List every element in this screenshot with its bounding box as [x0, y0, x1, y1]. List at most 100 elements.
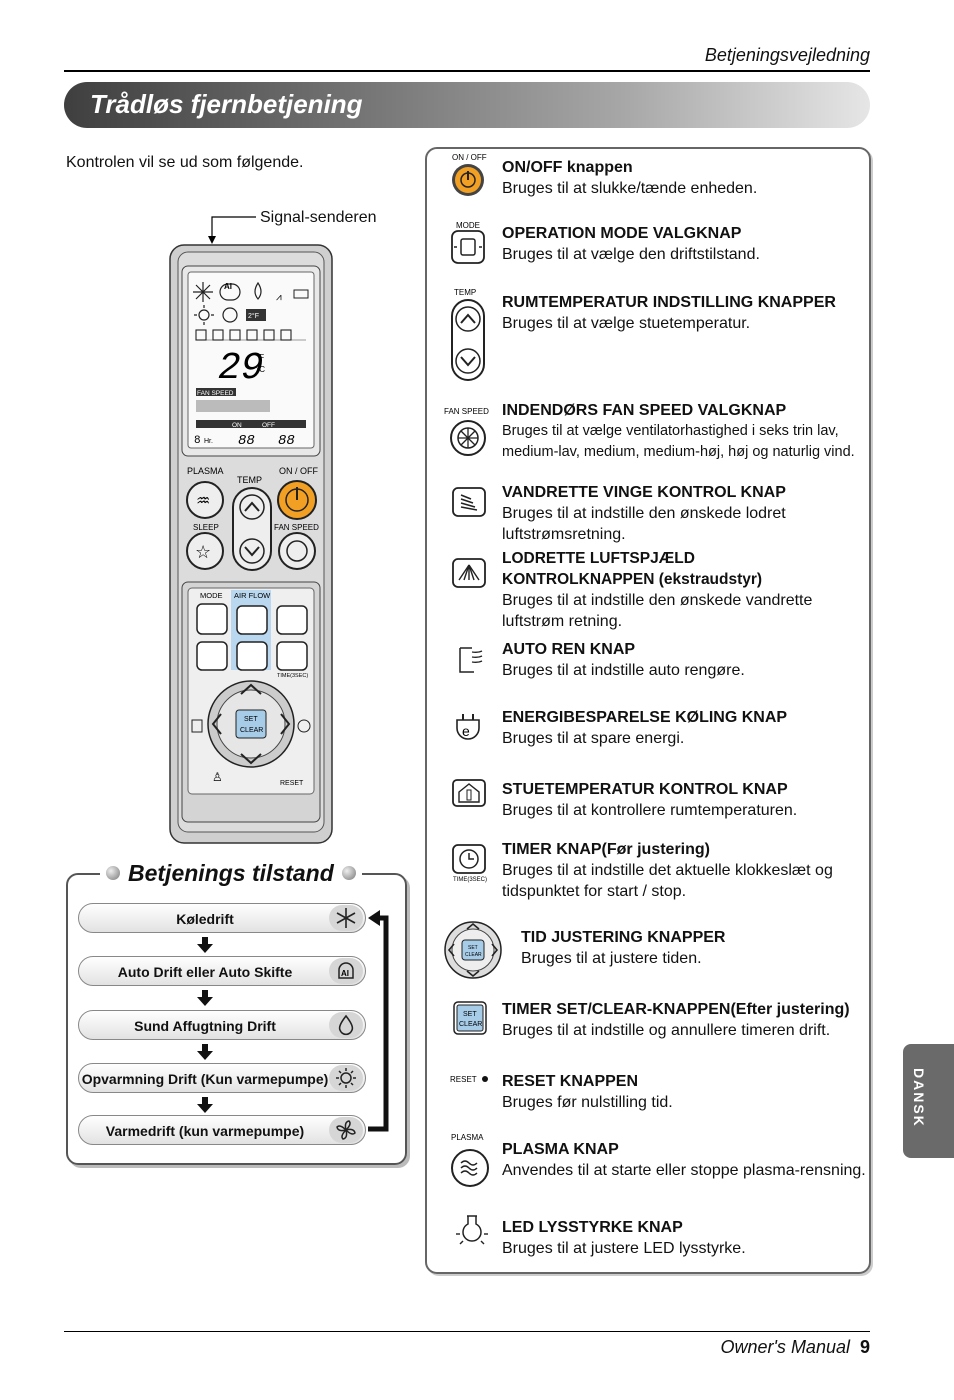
energy-saving-button-icon: e	[456, 714, 480, 740]
entry-auto-clean: AUTO REN KNAP Bruges til at indstille au…	[502, 641, 745, 679]
svg-text:TIME(3SEC): TIME(3SEC)	[277, 673, 308, 679]
svg-text:8: 8	[194, 435, 201, 447]
entry-plasma: PLASMA KNAP Anvendes til at starte eller…	[502, 1141, 866, 1179]
entry-fan-speed: INDENDØRS FAN SPEED VALGKNAP Bruges til …	[502, 402, 855, 460]
svg-text:CLEAR: CLEAR	[465, 952, 482, 958]
svg-text:RESET: RESET	[280, 780, 304, 787]
entry-temp-setting: RUMTEMPERATUR INDSTILLING KNAPPER Bruges…	[502, 294, 836, 332]
lcd-temp: 29	[218, 347, 264, 390]
svg-text:SET: SET	[244, 716, 258, 723]
svg-text:TIME(3SEC): TIME(3SEC)	[453, 877, 487, 883]
svg-text:FAN SPEED: FAN SPEED	[274, 523, 319, 532]
svg-text:CLEAR: CLEAR	[459, 1021, 482, 1028]
svg-text:TEMP: TEMP	[237, 475, 262, 485]
svg-text:SET: SET	[463, 1011, 477, 1018]
room-temp-button-icon	[452, 779, 486, 807]
svg-text:SLEEP: SLEEP	[193, 523, 219, 532]
set-clear-button-icon: SET CLEAR	[453, 1001, 487, 1035]
svg-text:⩘: ⩘	[276, 292, 282, 303]
svg-text:♙: ♙	[212, 770, 223, 784]
svg-text:AI: AI	[341, 969, 349, 978]
svg-text:CLEAR: CLEAR	[240, 727, 263, 734]
signal-sender-label: Signal-senderen	[260, 209, 377, 226]
page-number: 9	[859, 1337, 870, 1357]
horizontal-louver-button-icon	[452, 558, 486, 588]
mode-item-dehumidify: Sund Affugtning Drift	[78, 1010, 366, 1040]
temp-buttons-icon: TEMP	[451, 288, 485, 381]
svg-text:°C: °C	[256, 365, 265, 374]
snowflake-icon	[329, 905, 363, 931]
arrow-down-icon	[197, 937, 213, 953]
entry-set-clear: TIMER SET/CLEAR-KNAPPEN(Efter justering)…	[502, 1001, 850, 1039]
svg-text:AIR FLOW: AIR FLOW	[234, 591, 271, 600]
entry-time-adjust: TID JUSTERING KNAPPER Bruges til at just…	[521, 929, 726, 967]
fan-icon	[329, 1117, 363, 1143]
bullet-icon	[341, 866, 356, 880]
intro-text: Kontrolen vil se ud som følgende.	[66, 154, 304, 171]
cycle-arrow-icon	[368, 910, 389, 1132]
svg-text:ON: ON	[232, 422, 242, 429]
svg-text:ON / OFF: ON / OFF	[452, 153, 487, 162]
reset-button-icon: RESET	[450, 1075, 488, 1084]
bullet-icon	[106, 866, 120, 880]
svg-text:RESET: RESET	[450, 1075, 477, 1084]
svg-text:MODE: MODE	[200, 591, 223, 600]
svg-text:°F: °F	[256, 353, 264, 362]
header-rule	[64, 70, 870, 72]
on-off-button-icon: ON / OFF	[452, 153, 487, 196]
language-tab: DANSK	[903, 1044, 954, 1158]
svg-text:SET: SET	[468, 945, 478, 951]
svg-text:FAN SPEED: FAN SPEED	[444, 407, 489, 416]
header-label: Betjeningsvejledning	[704, 45, 870, 65]
svg-text:TEMP: TEMP	[454, 288, 476, 297]
fan-speed-button-icon: FAN SPEED	[444, 407, 489, 456]
droplet-icon	[329, 1012, 363, 1038]
mode-item-auto: Auto Drift eller Auto Skifte AI	[78, 956, 366, 986]
entry-horizontal-louver: LODRETTE LUFTSPJÆLD KONTROLKNAPPEN (ekst…	[502, 550, 813, 630]
svg-text:OFF: OFF	[262, 422, 275, 429]
mode-item-heating: Opvarmning Drift (Kun varmepumpe)	[78, 1063, 366, 1093]
entry-room-temp: STUETEMPERATUR KONTROL KNAP Bruges til a…	[502, 781, 798, 819]
svg-text:AI: AI	[224, 282, 232, 291]
footer: Owner's Manual 9	[720, 1337, 870, 1358]
svg-text:Hr.: Hr.	[204, 438, 213, 445]
mode-button-icon: MODE	[451, 221, 485, 264]
svg-text:MODE: MODE	[456, 221, 480, 230]
svg-text:e: e	[462, 723, 470, 739]
svg-text:☆: ☆	[195, 542, 211, 563]
button-descriptions-panel	[425, 147, 871, 1274]
svg-text:88: 88	[238, 433, 255, 449]
entry-reset: RESET KNAPPEN Bruges før nulstilling tid…	[502, 1073, 673, 1111]
remote-control-illustration: AI 2°F ⩘ 29 °F °C FAN SPEED ON OFF 8 Hr.…	[169, 216, 333, 844]
led-brightness-button-icon	[456, 1215, 488, 1245]
operation-mode-title: Betjenings tilstand	[128, 859, 334, 886]
svg-text:88: 88	[278, 433, 295, 449]
svg-text:PLASMA: PLASMA	[451, 1133, 484, 1142]
entry-on-off: ON/OFF knappen Bruges til at slukke/tænd…	[502, 159, 758, 197]
footer-label: Owner's Manual	[720, 1337, 850, 1357]
svg-text:FAN SPEED: FAN SPEED	[197, 390, 234, 397]
mode-item-fan: Varmedrift (kun varmepumpe)	[78, 1115, 366, 1145]
svg-text:♒: ♒	[196, 491, 210, 510]
entry-energy-saving: ENERGIBESPARELSE KØLING KNAP Bruges til …	[502, 709, 788, 747]
sun-icon	[329, 1065, 363, 1091]
time-adjust-buttons-icon: SET CLEAR	[444, 921, 502, 979]
vertical-vane-button-icon	[452, 487, 486, 517]
arrow-down-icon	[197, 990, 213, 1006]
svg-text:PLASMA: PLASMA	[187, 466, 224, 476]
footer-rule	[64, 1331, 870, 1332]
entry-vertical-vane: VANDRETTE VINGE KONTROL KNAP Bruges til …	[502, 484, 786, 543]
entry-led-brightness: LED LYSSTYRKE KNAP Bruges til at justere…	[502, 1219, 746, 1257]
entry-operation-mode: OPERATION MODE VALGKNAP Bruges til at væ…	[502, 225, 760, 263]
plasma-button-icon: PLASMA	[451, 1133, 489, 1187]
arrow-down-icon	[197, 1044, 213, 1060]
svg-text:ON / OFF: ON / OFF	[279, 466, 318, 476]
operation-mode-heading: Betjenings tilstand	[100, 858, 362, 888]
timer-button-icon: TIME(3SEC)	[452, 844, 487, 883]
section-title: Trådløs fjernbetjening	[90, 89, 363, 119]
svg-text:2°F: 2°F	[248, 312, 259, 320]
arrow-down-icon	[197, 1097, 213, 1113]
auto-ai-icon: AI	[329, 958, 363, 984]
mode-item-cooling: Køledrift	[78, 903, 366, 933]
section-banner: Trådløs fjernbetjening	[64, 82, 870, 128]
